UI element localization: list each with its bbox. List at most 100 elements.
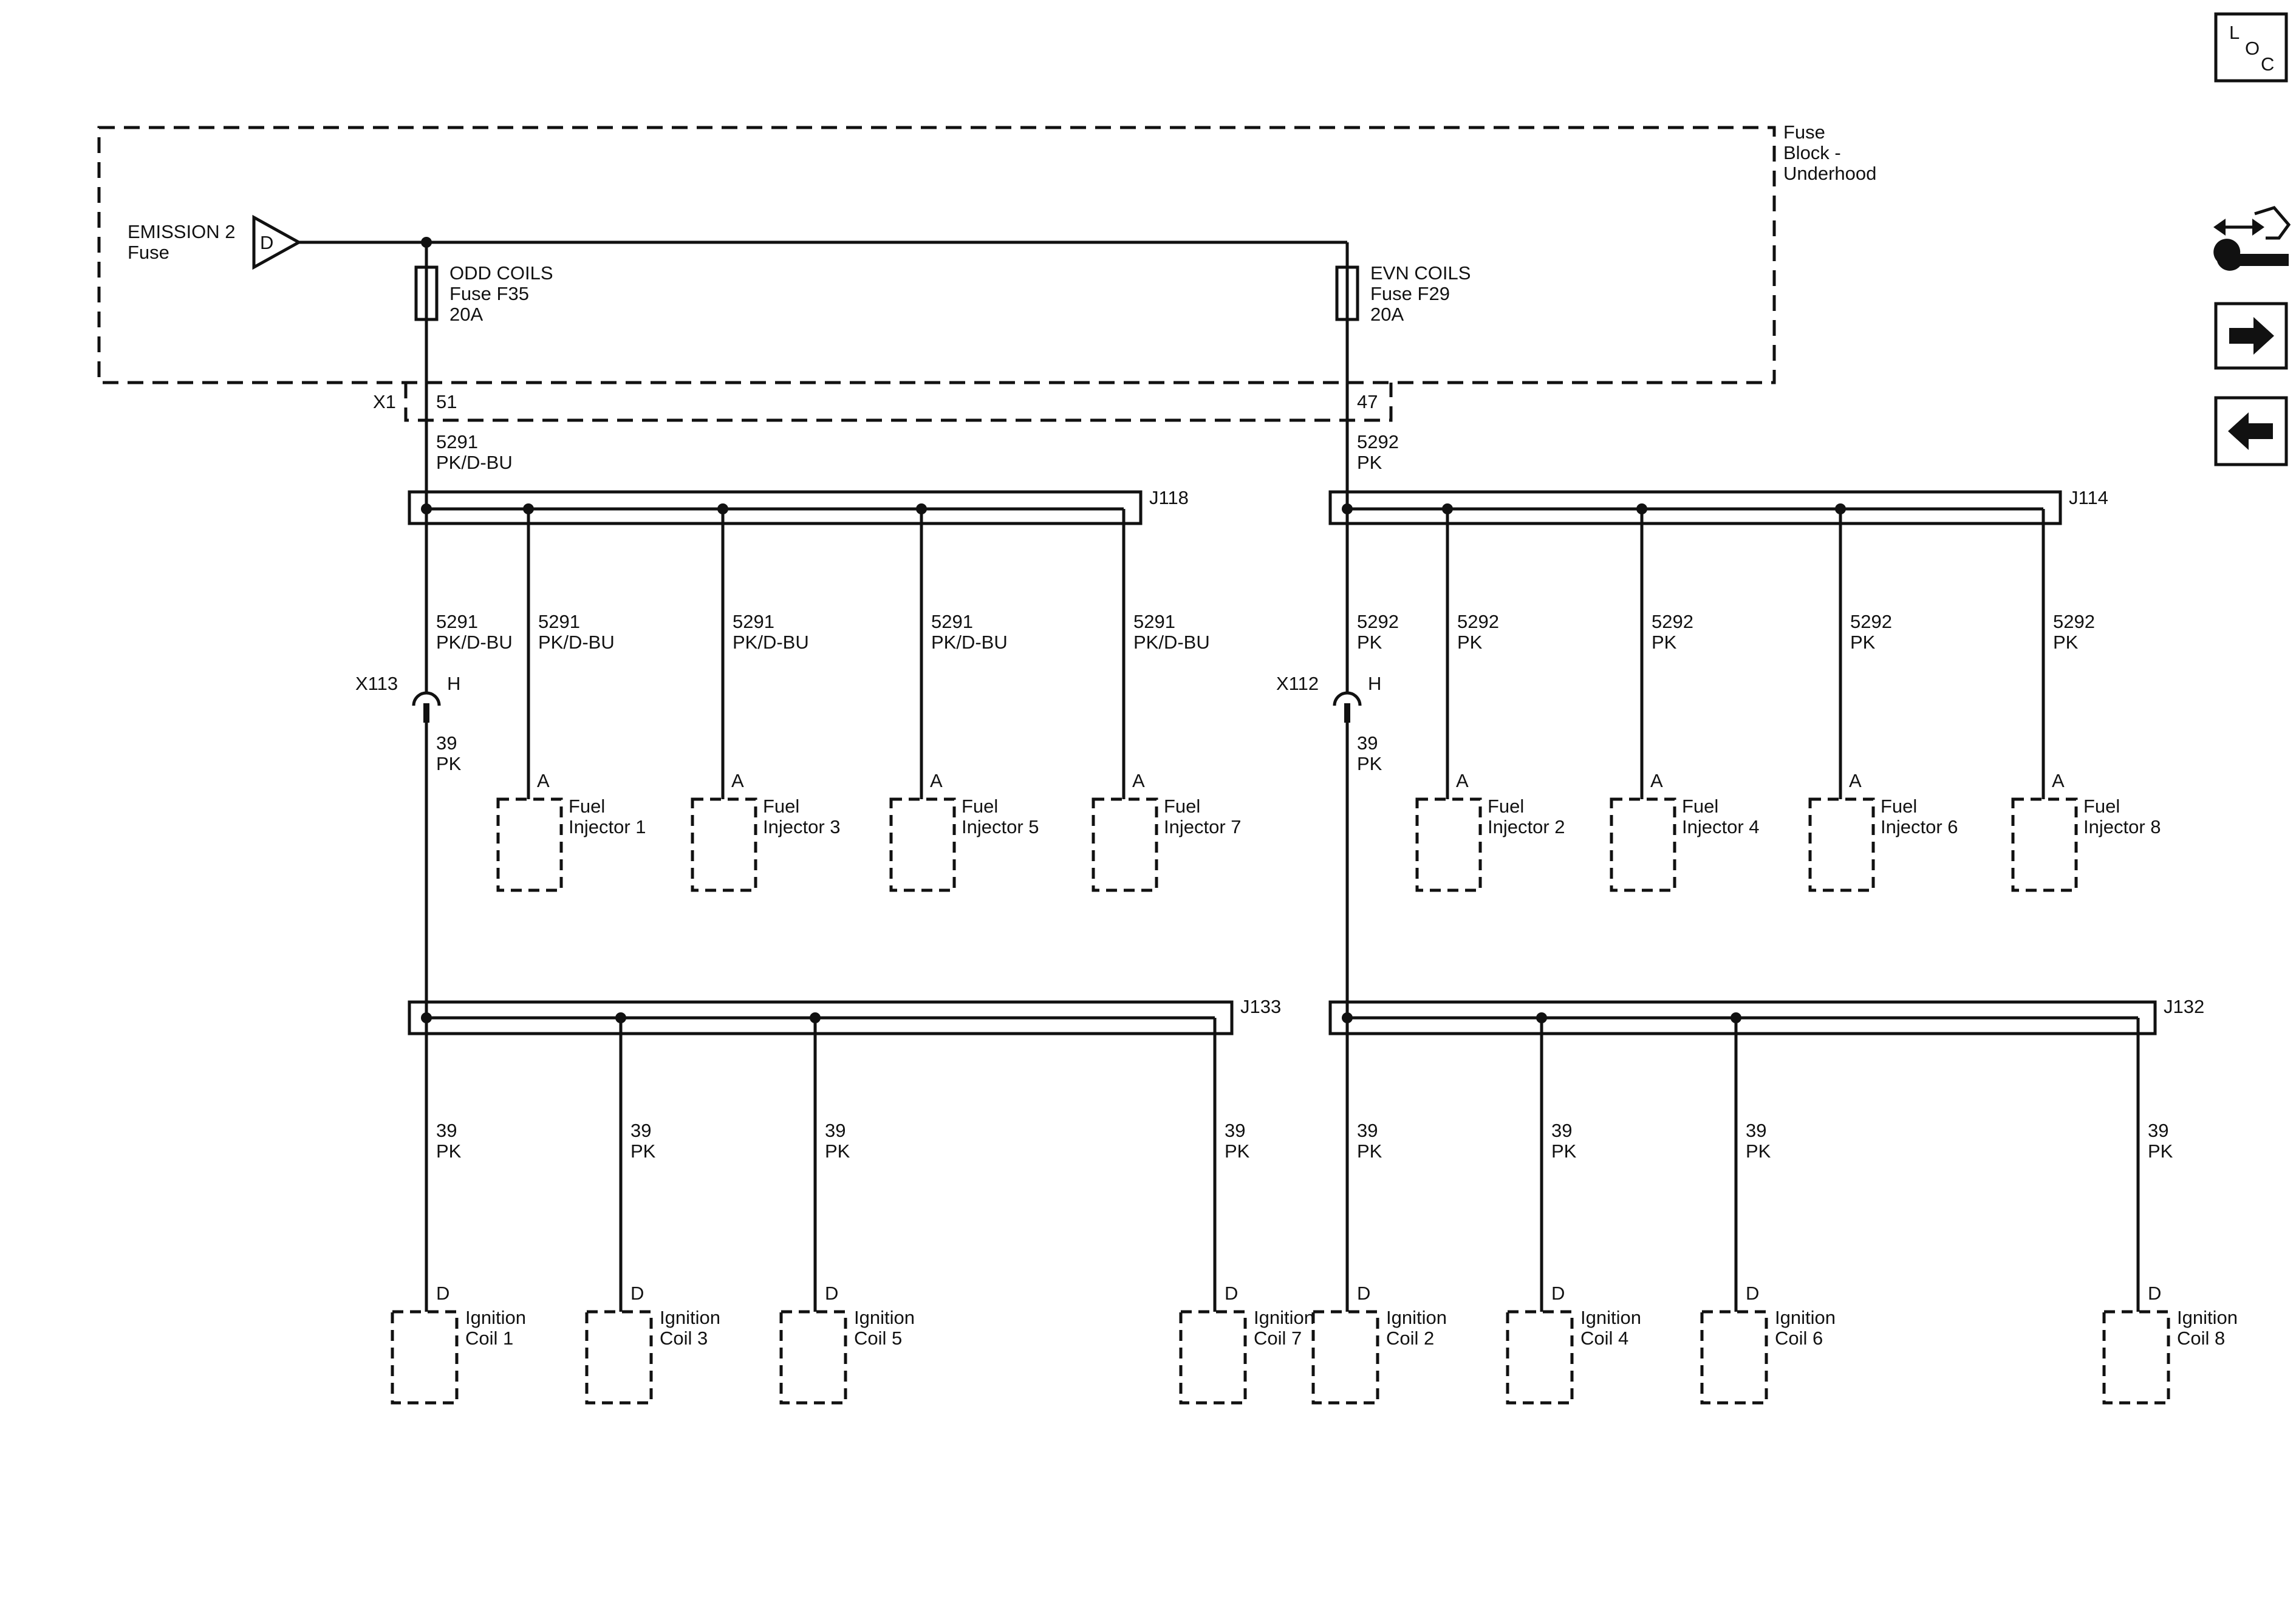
ignition-coil-2 [1311, 1310, 1379, 1405]
splice-pack-j114 [1328, 490, 2062, 525]
ignition-coil-4 [1506, 1310, 1574, 1405]
ignition-coil-8 [2102, 1310, 2170, 1405]
wire-color-label: PK [1225, 1140, 1250, 1162]
pin-label: D [2148, 1283, 2161, 1304]
svg-text:O: O [2245, 38, 2260, 59]
wire-color-label: PK [1357, 1140, 1382, 1162]
svg-text:Fuse: Fuse [128, 242, 169, 263]
arrow-right-icon [2229, 317, 2274, 355]
svg-text:D: D [260, 232, 273, 253]
wire-circuit-label: 5292 [2053, 611, 2095, 632]
connector-x112: X112 H 39 PK [1276, 673, 1382, 774]
wire-circuit-label: 5292 [1357, 611, 1399, 632]
pin-label: A [2052, 770, 2065, 791]
wire-circuit-label: 5291 [931, 611, 973, 632]
load-label: Injector 7 [1164, 816, 1242, 837]
load-label: Ignition [1775, 1307, 1836, 1328]
load-label: Fuel [763, 796, 799, 817]
fuel-injector-3 [691, 797, 757, 892]
wire-color-label: PK [436, 1140, 462, 1162]
svg-text:Fuse F29: Fuse F29 [1370, 283, 1450, 304]
load-label: Coil 1 [465, 1328, 513, 1349]
fuel-injector-8 [2011, 797, 2078, 892]
wire-color-label: PK [1357, 632, 1382, 653]
svg-text:PK: PK [1357, 452, 1382, 473]
svg-text:EMISSION 2: EMISSION 2 [128, 221, 235, 242]
ignition-coil-7 [1179, 1310, 1247, 1405]
svg-text:Underhood: Underhood [1783, 163, 1876, 184]
pin-label: D [630, 1283, 644, 1304]
fuel-injector-7 [1092, 797, 1158, 892]
emission-2-fuse-source: EMISSION 2 Fuse D [128, 214, 302, 270]
svg-text:Fuse F35: Fuse F35 [449, 283, 529, 304]
load-label: Coil 4 [1580, 1328, 1628, 1349]
splice-pack-j133 [408, 1000, 1234, 1035]
load-label: Coil 3 [660, 1328, 708, 1349]
pin-label: A [1456, 770, 1469, 791]
fuel-injector-2 [1415, 797, 1482, 892]
wire-color-label: PK [1457, 632, 1483, 653]
wire-color-label: PK/D-BU [538, 632, 615, 653]
fuel-injector-5 [889, 797, 956, 892]
pin-label: D [1225, 1283, 1238, 1304]
load-label: Fuel [1881, 796, 1917, 817]
svg-text:47: 47 [1357, 391, 1378, 412]
connector-service-icon[interactable] [2213, 206, 2291, 271]
wire-color-label: PK/D-BU [436, 632, 513, 653]
svg-text:PK: PK [436, 753, 462, 774]
next-page-button[interactable] [2214, 302, 2288, 370]
ignition-coil-3 [585, 1310, 653, 1405]
pin-label: D [1551, 1283, 1565, 1304]
splice-label: J118 [1149, 487, 1189, 508]
wire-circuit-label: 39 [1357, 1120, 1378, 1141]
svg-text:PK/D-BU: PK/D-BU [436, 452, 513, 473]
splice-dot [1342, 503, 1353, 514]
arrow-left-icon [2228, 412, 2273, 450]
ignition-coil-1 [391, 1310, 459, 1405]
splice-pack-j118 [408, 490, 1143, 525]
wire-circuit-label: 5292 [1850, 611, 1892, 632]
load-label: Ignition [854, 1307, 915, 1328]
wire-circuit-label: 5291 [436, 611, 478, 632]
wire-circuit-label: 5292 [1457, 611, 1499, 632]
splice-dot [421, 503, 432, 514]
svg-text:39: 39 [436, 732, 457, 754]
previous-page-button[interactable] [2214, 396, 2288, 466]
fuse-f35: ODD COILS Fuse F35 20A [414, 242, 553, 325]
fuel-injector-6 [1808, 797, 1875, 892]
wire-circuit-label: 39 [2148, 1120, 2168, 1141]
wire-circuit-label: 5291 [733, 611, 774, 632]
svg-text:51: 51 [436, 391, 457, 412]
wire-circuit-label: 39 [436, 1120, 457, 1141]
ignition-coil-5 [779, 1310, 847, 1405]
svg-text:5291: 5291 [436, 431, 478, 452]
svg-text:H: H [447, 673, 460, 694]
load-label: Injector 5 [962, 816, 1039, 837]
pin-label: D [1746, 1283, 1759, 1304]
wire-circuit-label: 39 [825, 1120, 846, 1141]
load-label: Ignition [465, 1307, 526, 1328]
wire-circuit-label: 39 [630, 1120, 651, 1141]
fuel-injector-4 [1610, 797, 1676, 892]
pin-label: A [1650, 770, 1663, 791]
load-label: Injector 8 [2083, 816, 2161, 837]
generated-circuits: J1185291PK/D-BU5291PK/D-BUAFuelInjector … [391, 487, 2238, 1405]
pin-label: A [731, 770, 744, 791]
wire-circuit-label: 5291 [1133, 611, 1175, 632]
load-label: Injector 3 [763, 816, 841, 837]
wire-color-label: PK [1746, 1140, 1771, 1162]
load-label: Ignition [1386, 1307, 1447, 1328]
load-label: Ignition [1580, 1307, 1641, 1328]
connector-x113: X113 H 39 PK [355, 673, 462, 774]
svg-text:X1: X1 [373, 391, 396, 412]
wire-circuit-label: 5291 [538, 611, 580, 632]
load-label: Coil 5 [854, 1328, 902, 1349]
svg-text:C: C [2261, 53, 2274, 75]
wire-color-label: PK/D-BU [931, 632, 1008, 653]
loc-button[interactable]: L O C [2214, 12, 2288, 83]
wire-color-label: PK/D-BU [733, 632, 809, 653]
svg-text:5292: 5292 [1357, 431, 1399, 452]
pin-label: D [436, 1283, 449, 1304]
svg-text:Block -: Block - [1783, 142, 1841, 163]
